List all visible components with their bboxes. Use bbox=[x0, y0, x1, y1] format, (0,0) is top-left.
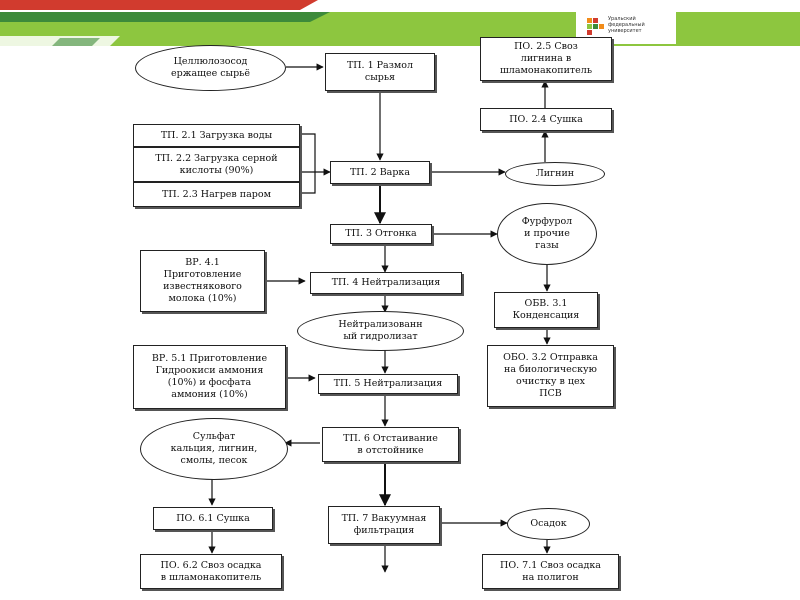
node-furfurol: Фурфурол и прочие газы bbox=[497, 203, 597, 265]
node-obo32: ОБО. 3.2 Отправка на биологическую очист… bbox=[487, 345, 614, 407]
banner-stripe-pattern bbox=[52, 38, 100, 46]
node-tp5: ТП. 5 Нейтрализация bbox=[318, 374, 458, 394]
node-obv31: ОБВ. 3.1 Конденсация bbox=[494, 292, 598, 328]
banner-red-stripe bbox=[0, 0, 318, 10]
node-sulfate: Сульфат кальция, лигнин, смолы, песок bbox=[140, 418, 288, 480]
node-po25: ПО. 2.5 Своз лигнина в шламонакопитель bbox=[480, 37, 612, 81]
banner-darkgreen-stripe bbox=[0, 12, 330, 22]
node-po61: ПО. 6.1 Сушка bbox=[153, 507, 273, 530]
node-tp6: ТП. 6 Отстаивание в отстойнике bbox=[322, 427, 459, 462]
header-banner bbox=[0, 0, 800, 46]
node-tp2: ТП. 2 Варка bbox=[330, 161, 430, 184]
node-tp23: ТП. 2.3 Нагрев паром bbox=[133, 182, 300, 207]
node-sediment: Осадок bbox=[507, 508, 590, 540]
node-tp3: ТП. 3 Отгонка bbox=[330, 224, 432, 244]
node-tp1: ТП. 1 Размол сырья bbox=[325, 53, 435, 91]
node-po62: ПО. 6.2 Своз осадка в шламонакопитель bbox=[140, 554, 282, 589]
university-logo-icon bbox=[587, 18, 604, 35]
node-tp21: ТП. 2.1 Загрузка воды bbox=[133, 124, 300, 147]
line-tp2-inputs bbox=[300, 133, 316, 194]
node-po71: ПО. 7.1 Своз осадка на полигон bbox=[482, 554, 619, 589]
node-tp7: ТП. 7 Вакуумная фильтрация bbox=[328, 506, 440, 544]
node-po24: ПО. 2.4 Сушка bbox=[480, 108, 612, 131]
node-lignin: Лигнин bbox=[505, 162, 605, 186]
logo-text: Уральский федеральный университет bbox=[608, 16, 645, 34]
node-raw-material: Целлюлозосод ержащее сырьё bbox=[135, 45, 286, 91]
node-tp22: ТП. 2.2 Загрузка серной кислоты (90%) bbox=[133, 147, 300, 182]
node-vr41: ВР. 4.1 Приготовление известнякового мол… bbox=[140, 250, 265, 312]
node-neutral-hydrolysate: Нейтрализованн ый гидролизат bbox=[297, 311, 464, 351]
node-vr51: ВР. 5.1 Приготовление Гидроокиси аммония… bbox=[133, 345, 286, 409]
node-tp4: ТП. 4 Нейтрализация bbox=[310, 272, 462, 294]
